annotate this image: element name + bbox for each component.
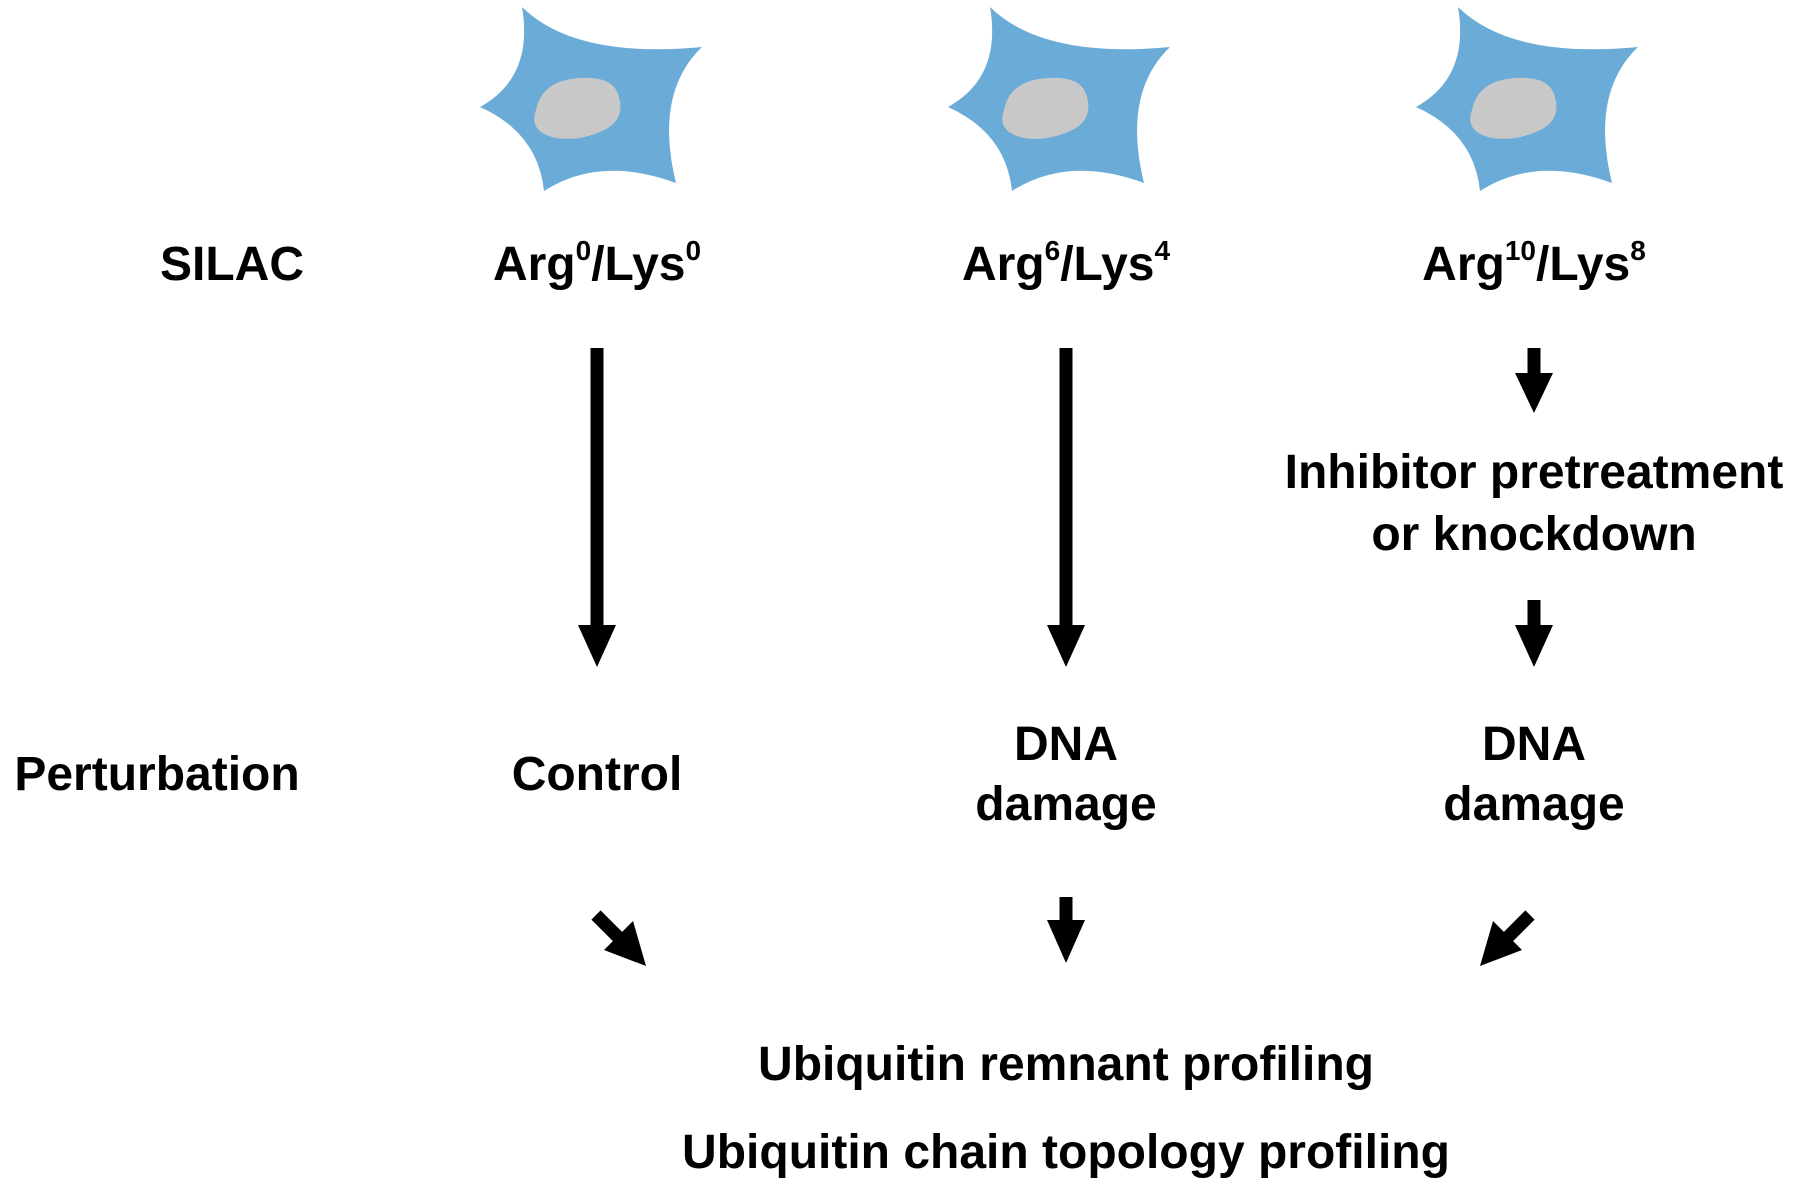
nucleus (1470, 77, 1557, 139)
pretreatment-line-1: Inhibitor pretreatment (1285, 446, 1784, 499)
perturbation-dna-damage-3-line1: DNA (1482, 718, 1586, 771)
nucleus (534, 77, 621, 139)
cell-icon-2 (948, 7, 1170, 191)
output-remnant-profiling: Ubiquitin remnant profiling (758, 1038, 1374, 1091)
silac-label-light: Arg0/Lys0 (493, 235, 701, 291)
nucleus (1002, 77, 1089, 139)
pretreatment-line-2: or knockdown (1371, 508, 1696, 561)
arrow-col3-top (1515, 348, 1553, 413)
perturbation-control: Control (512, 748, 683, 801)
silac-row-label: SILAC (160, 238, 304, 291)
arrow-col1-long (578, 348, 616, 667)
cell-icon-3 (1416, 7, 1638, 191)
perturbation-dna-damage-2-line1: DNA (1014, 718, 1118, 771)
cell-icon-1 (480, 7, 702, 191)
perturbation-row-label: Perturbation (14, 748, 299, 801)
arrow-col3-middle (1515, 600, 1553, 667)
perturbation-dna-damage-2-line2: damage (975, 778, 1156, 831)
arrow-col3-diagonal (1480, 910, 1535, 966)
arrow-col2-long (1047, 348, 1085, 667)
arrow-col1-diagonal (591, 910, 646, 966)
perturbation-dna-damage-3-line2: damage (1443, 778, 1624, 831)
arrow-col2-short (1047, 897, 1085, 963)
silac-label-medium: Arg6/Lys4 (962, 235, 1171, 291)
output-chain-topology-profiling: Ubiquitin chain topology profiling (682, 1126, 1450, 1179)
silac-label-heavy: Arg10/Lys8 (1422, 235, 1646, 291)
